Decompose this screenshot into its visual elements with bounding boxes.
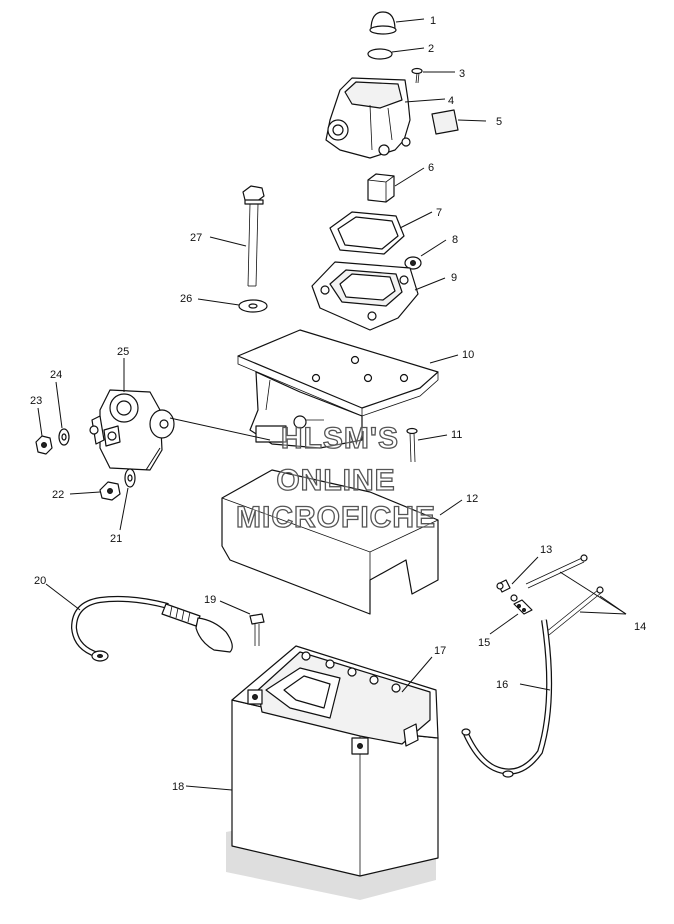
callout-22: 22	[52, 489, 64, 501]
watermark: HLSM'S ONLINE MICROFICHE	[235, 421, 436, 534]
callout-15: 15	[478, 637, 490, 649]
callout-11: 11	[451, 429, 462, 441]
part-26-washer	[197, 298, 268, 313]
part-11-pin	[406, 427, 448, 463]
callout-4: 4	[448, 95, 454, 107]
callout-27: 27	[190, 232, 202, 244]
part-22-nut	[69, 481, 121, 501]
callout-17: 17	[434, 645, 446, 657]
part-12-cover	[221, 469, 463, 615]
callout-labels: 1 2 3 4 5 6 7 8 9 10 11 12 13 14 15 16 1…	[30, 15, 646, 793]
part-14-ties	[525, 554, 627, 636]
part-15-connector	[489, 594, 533, 635]
callout-25: 25	[117, 346, 129, 358]
callout-3: 3	[459, 68, 465, 80]
part-4-housing	[325, 77, 446, 159]
callout-24: 24	[50, 369, 62, 381]
callout-1: 1	[430, 15, 436, 27]
part-21-washer	[119, 468, 136, 531]
callout-10: 10	[462, 349, 474, 361]
watermark-line-2: ONLINE	[276, 464, 395, 497]
part-19-bolt	[219, 600, 265, 646]
callout-2: 2	[428, 43, 434, 55]
callout-21: 21	[110, 533, 122, 545]
part-6-block	[367, 167, 425, 203]
part-27-bolt	[209, 185, 265, 287]
callout-19: 19	[204, 594, 216, 606]
callout-7: 7	[436, 207, 442, 219]
part-2-washer	[367, 47, 425, 60]
part-16-hose	[461, 619, 553, 778]
watermark-line-1: HLSM'S	[281, 422, 399, 455]
part-23-nut	[35, 407, 53, 455]
part-5-label	[431, 109, 487, 135]
callout-16: 16	[496, 679, 508, 691]
part-25-solenoid	[89, 358, 271, 471]
part-9-base-plate	[311, 261, 446, 331]
part-24-washer	[55, 381, 70, 446]
part-1-cap	[369, 11, 425, 35]
callout-8: 8	[452, 234, 458, 246]
part-8-nut	[404, 239, 447, 270]
callout-18: 18	[172, 781, 184, 793]
part-10-tray	[237, 329, 459, 449]
callout-6: 6	[428, 162, 434, 174]
part-7-gasket	[329, 211, 433, 255]
callout-26: 26	[180, 293, 192, 305]
callout-13: 13	[540, 544, 552, 556]
part-3-screw	[411, 67, 455, 84]
watermark-line-3: MICROFICHE	[236, 501, 436, 534]
part-20-cable	[45, 583, 233, 662]
part-17-battery-top	[247, 651, 433, 755]
callout-14: 14	[634, 621, 646, 633]
callout-9: 9	[451, 272, 457, 284]
callout-12: 12	[466, 493, 478, 505]
callout-5: 5	[496, 116, 502, 128]
callout-23: 23	[30, 395, 42, 407]
callout-20: 20	[34, 575, 46, 587]
part-13-terminal	[496, 556, 539, 593]
